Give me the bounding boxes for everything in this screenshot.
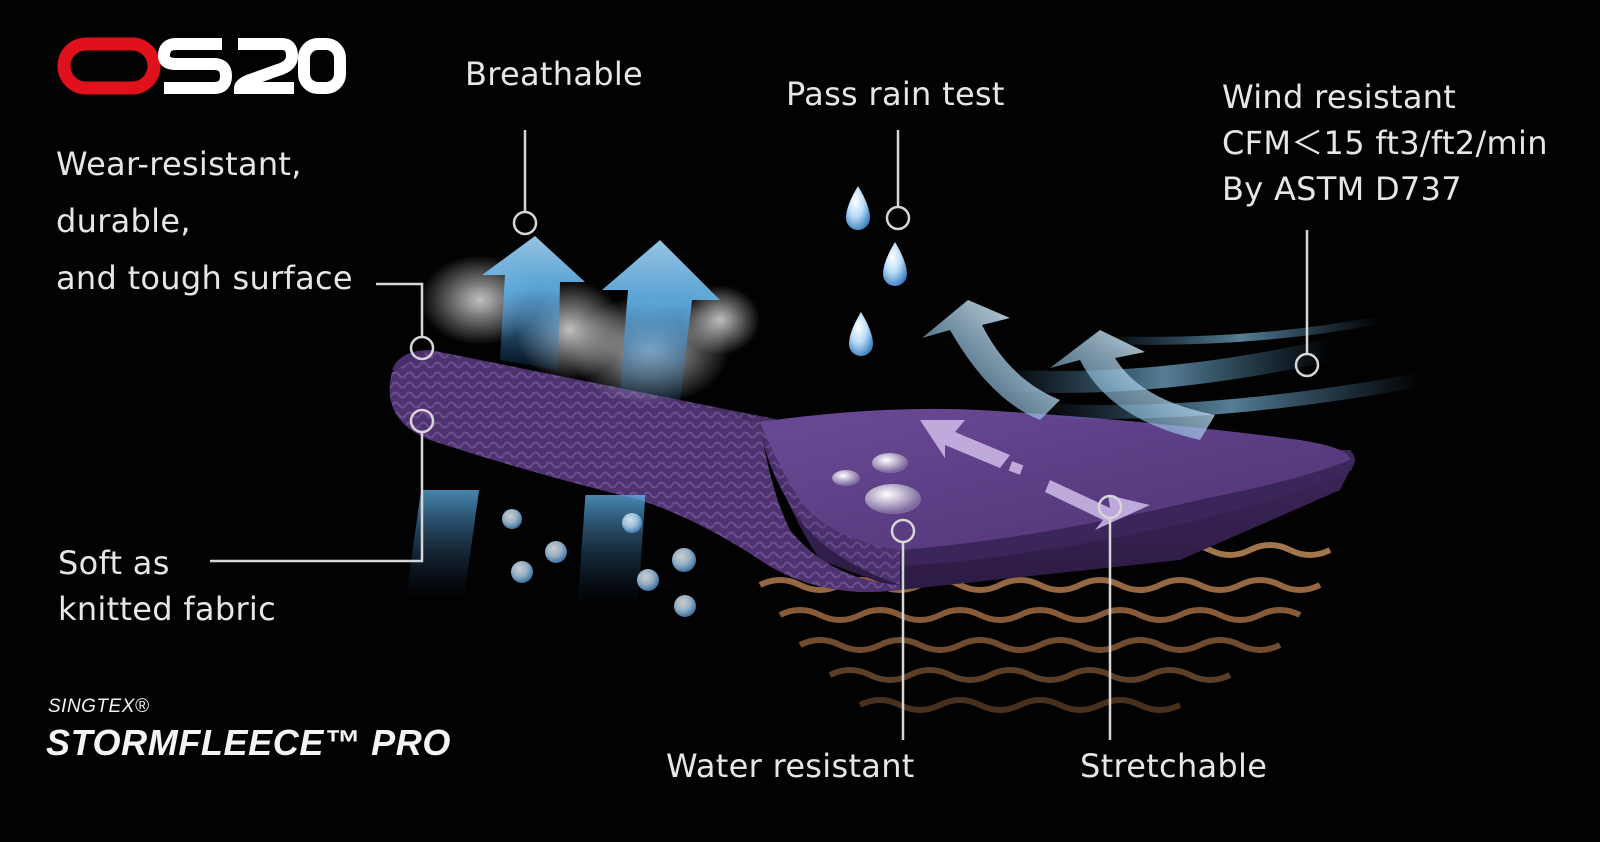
- bubbles: [502, 509, 696, 617]
- water-beads: [832, 453, 921, 514]
- wear-line-2: durable,: [56, 202, 191, 240]
- wind-line-2: CFM＜15 ft3/ft2/min: [1222, 124, 1548, 162]
- label-pass-rain-test: Pass rain test: [786, 75, 1005, 113]
- brand-maker: SINGTEX®: [48, 696, 150, 717]
- label-stretchable: Stretchable: [1080, 747, 1268, 785]
- water-drop-icon: [846, 186, 907, 356]
- label-wear-resistant: Wear-resistant, durable, and tough surfa…: [56, 136, 353, 307]
- soft-line-2: knitted fabric: [58, 590, 276, 628]
- label-breathable: Breathable: [465, 55, 644, 93]
- wear-line-3: and tough surface: [56, 259, 353, 297]
- wind-streaks: [999, 316, 1422, 419]
- label-water-resistant: Water resistant: [666, 747, 915, 785]
- soft-line-1: Soft as: [58, 544, 170, 582]
- wind-line-1: Wind resistant: [1222, 78, 1457, 116]
- brand-product: STORMFLEECE™ PRO: [46, 722, 451, 763]
- leader-lines: [210, 130, 1320, 740]
- label-wind-resistant: Wind resistant CFM＜15 ft3/ft2/min By AST…: [1222, 74, 1548, 212]
- wear-line-1: Wear-resistant,: [56, 145, 302, 183]
- label-soft: Soft as knitted fabric: [58, 540, 276, 632]
- logo: [57, 37, 346, 95]
- wind-line-3: By ASTM D737: [1222, 170, 1462, 208]
- fabric-top-surface: [760, 408, 1350, 550]
- stretch-arrow-icon: [920, 420, 1150, 530]
- wind-arrow-icon: [922, 300, 1215, 440]
